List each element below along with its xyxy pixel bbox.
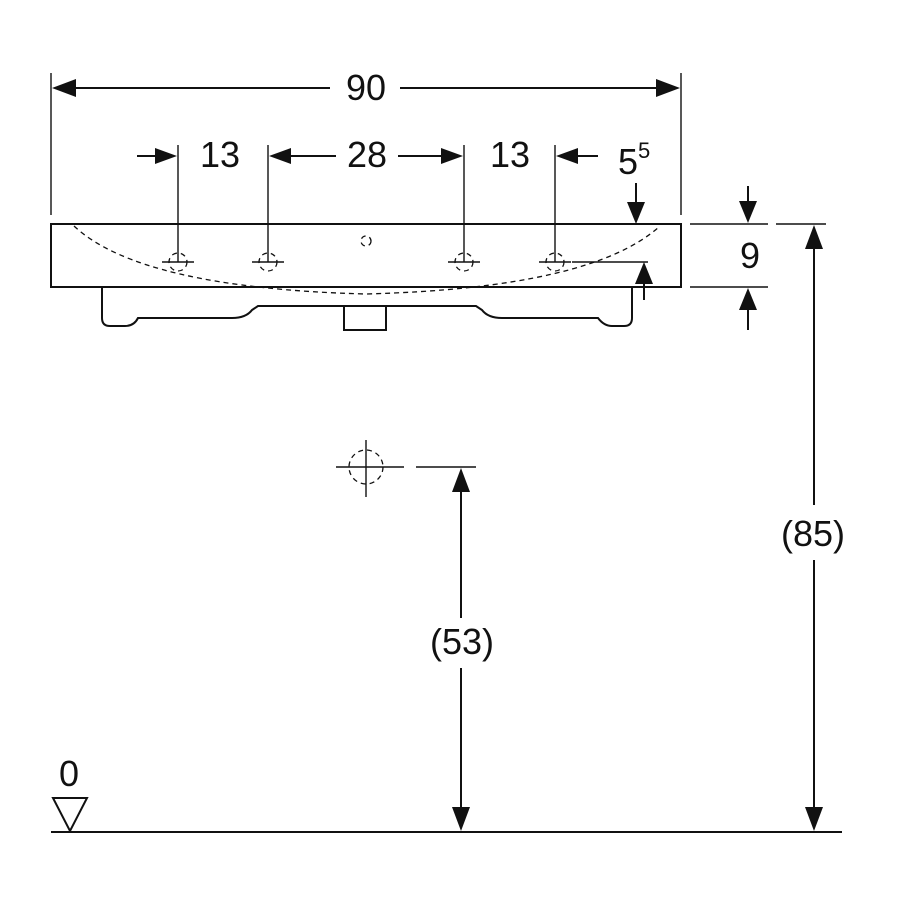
total-height-arrow-up bbox=[805, 225, 823, 249]
overall-width-label: 90 bbox=[346, 67, 386, 108]
left-offset-label: 13 bbox=[200, 134, 240, 175]
rim-height-label: 9 bbox=[740, 235, 760, 276]
rim-inset-superscript: 5 bbox=[638, 138, 650, 163]
basin-rim-outline bbox=[50, 223, 682, 288]
right-offset-arrow bbox=[556, 148, 578, 164]
rim-inset-arrow-up bbox=[635, 262, 653, 284]
total-height-arrow-down bbox=[805, 807, 823, 831]
waste-outlet-spigot bbox=[343, 305, 387, 331]
center-spacing-arrow-left bbox=[269, 148, 291, 164]
center-spacing-arrow-right bbox=[441, 148, 463, 164]
rim-height-arrow-down bbox=[739, 201, 757, 223]
total-height-label: (85) bbox=[781, 513, 845, 554]
floor-level-label: 0 bbox=[59, 753, 79, 794]
right-offset-label: 13 bbox=[490, 134, 530, 175]
width-arrow-left bbox=[52, 79, 76, 97]
tap-hole-2 bbox=[252, 252, 284, 272]
rim-height-arrow-up bbox=[739, 288, 757, 310]
total-height-dimension: (85) bbox=[776, 223, 845, 831]
outlet-height-arrow-down bbox=[452, 807, 470, 831]
tap-holes bbox=[162, 252, 571, 272]
tap-hole-4 bbox=[539, 252, 571, 272]
outlet-height-arrow-up bbox=[452, 468, 470, 492]
tap-hole-spacing-dimensions: 13 28 13 55 bbox=[137, 134, 653, 300]
basin-body bbox=[50, 223, 682, 331]
floor-level: 0 bbox=[51, 753, 842, 834]
rim-inset-arrow-down bbox=[627, 202, 645, 224]
rim-inset-label: 55 bbox=[618, 138, 650, 182]
overall-width-dimension: 90 bbox=[50, 67, 682, 215]
width-arrow-right bbox=[656, 79, 680, 97]
tap-hole-1 bbox=[162, 252, 194, 272]
bowl-hidden-contour bbox=[73, 225, 661, 295]
overflow-hole-icon bbox=[360, 235, 372, 247]
outlet-height-label: (53) bbox=[430, 621, 494, 662]
rim-height-dimension: 9 bbox=[690, 186, 768, 330]
tap-hole-3 bbox=[448, 252, 480, 272]
outlet-height-dimension: (53) bbox=[336, 440, 494, 831]
center-spacing-label: 28 bbox=[347, 134, 387, 175]
rim-inset-base: 5 bbox=[618, 141, 638, 182]
level-triangle-icon bbox=[51, 797, 89, 834]
left-offset-arrow bbox=[155, 148, 177, 164]
